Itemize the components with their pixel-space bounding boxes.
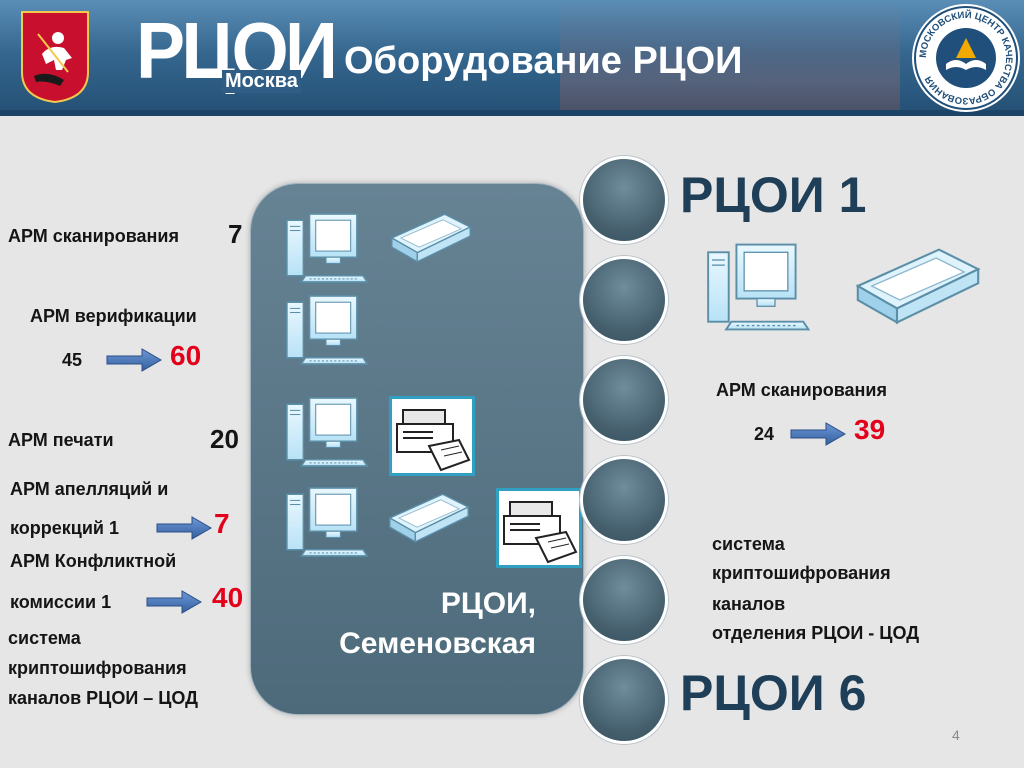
scanner-icon [850,244,986,328]
scanner-icon [390,210,472,266]
verification-count-before: 45 [62,350,83,370]
conflict-commission-label-line2: комиссии 1 [10,592,112,612]
printer-icon [389,396,475,476]
left-crypto-line3: каналов РЦОИ – ЦОД [8,688,199,708]
rcoi-logo-city: Москва [222,70,301,93]
increase-arrow-icon [106,348,162,372]
conflict-commission-count-after: 40 [212,582,244,613]
increase-arrow-icon [790,422,846,446]
printer-icon [496,488,582,568]
computer-icon [704,242,810,332]
appeal-workstation-label-line2: коррекций 1 [10,518,119,538]
rcoi-scan-workstation-label: АРМ сканирования [716,380,887,400]
increase-arrow-icon [156,516,212,540]
moscow-coat-of-arms-icon [21,11,89,104]
increase-arrow-icon [146,590,202,614]
verification-count-after: 60 [170,340,202,371]
print-workstation-count: 20 [210,424,239,454]
right-crypto-line2: криптошифрования [712,563,891,583]
left-crypto-line2: криптошифрования [8,658,187,678]
right-crypto-line3: каналов [712,594,786,614]
center-label-line1: РЦОИ, [440,587,536,620]
scan-workstation-label: АРМ сканирования [8,226,179,246]
computer-icon [284,212,368,284]
scan-workstation-count: 7 [228,219,243,249]
rcoi-1-title: РЦОИ 1 [680,167,867,223]
verification-workstation-label: АРМ верификации [30,306,197,326]
appeal-workstation-count-after: 7 [214,508,230,539]
print-workstation-label: АРМ печати [8,430,114,450]
right-crypto-line1: система [712,534,785,554]
rcoi-node-circle-3 [580,356,668,444]
computer-icon [284,294,368,366]
page-number: 4 [952,727,960,743]
conflict-commission-label-line1: АРМ Конфликтной [10,551,177,571]
rcoi-scan-count-before: 24 [754,424,775,444]
center-label-line2: Семеновская [339,627,536,660]
quality-center-seal-icon: МОСКОВСКИЙ ЦЕНТР КАЧЕСТВА ОБРАЗОВАНИЯ [912,4,1020,112]
appeal-workstation-label-line1: АРМ апелляций и [10,479,169,499]
rcoi-node-circle-5 [580,556,668,644]
page-title: Оборудование РЦОИ [344,40,743,82]
header-banner [0,0,1024,116]
rcoi-node-circle-4 [580,456,668,544]
header-divider [0,110,1024,116]
center-panel-label: РЦОИ, Семеновская [250,584,536,664]
computer-icon [284,396,368,468]
left-crypto-line1: система [8,628,81,648]
kremlin-skyline-background [560,0,900,116]
rcoi-6-title: РЦОИ 6 [680,665,867,721]
rcoi-node-circle-2 [580,256,668,344]
rcoi-node-circle-1 [580,156,668,244]
computer-icon [284,486,368,558]
rcoi-node-circle-6 [580,656,668,744]
right-crypto-line4: отделения РЦОИ - ЦОД [712,623,920,643]
scanner-icon [388,490,470,546]
rcoi-scan-count-after: 39 [854,414,886,445]
